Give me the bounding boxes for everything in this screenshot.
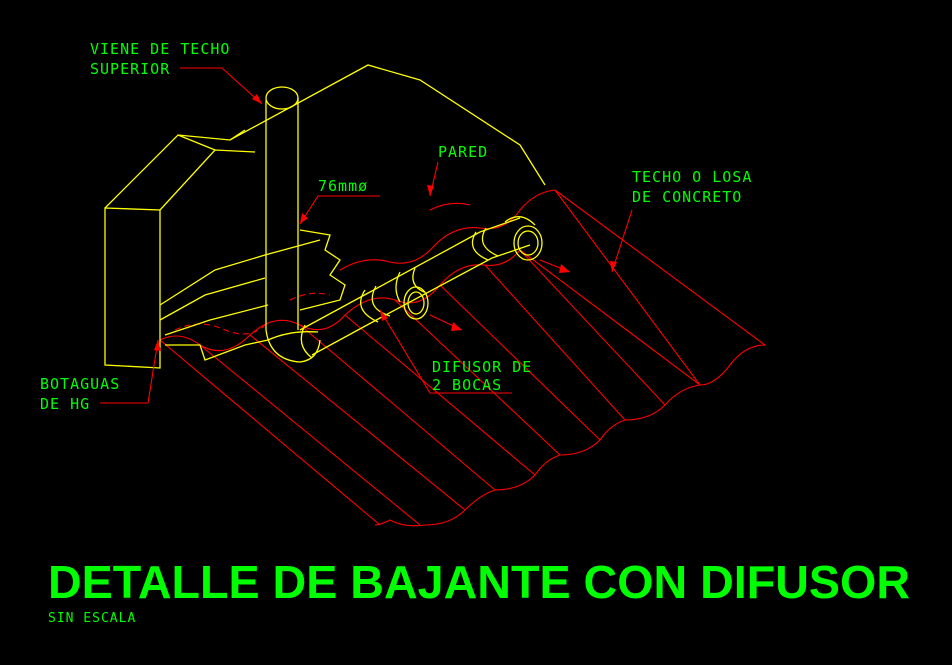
wall bbox=[104, 64, 546, 369]
label-techo-line1: TECHO O LOSA bbox=[632, 168, 752, 186]
label-pared: PARED bbox=[438, 143, 488, 161]
label-botaguas-line1: BOTAGUAS bbox=[40, 375, 120, 393]
label-viene-line2: SUPERIOR bbox=[90, 60, 170, 78]
label-difusor-line2: 2 BOCAS bbox=[432, 376, 502, 394]
label-botaguas-line2: DE HG bbox=[40, 395, 90, 413]
downspout-pipe bbox=[265, 86, 321, 363]
label-techo-line2: DE CONCRETO bbox=[632, 188, 742, 206]
label-difusor-line1: DIFUSOR DE bbox=[432, 358, 532, 376]
label-diameter: 76mmø bbox=[318, 177, 368, 195]
label-viene-line1: VIENE DE TECHO bbox=[90, 40, 230, 58]
corrugated-roof bbox=[159, 189, 766, 527]
flow-arrows bbox=[429, 259, 571, 331]
diffuser-pipe bbox=[299, 216, 543, 359]
leader-lines bbox=[100, 67, 633, 404]
drawing-subtitle: SIN ESCALA bbox=[48, 611, 136, 626]
drawing-title: DETALLE DE BAJANTE CON DIFUSOR bbox=[48, 556, 910, 608]
